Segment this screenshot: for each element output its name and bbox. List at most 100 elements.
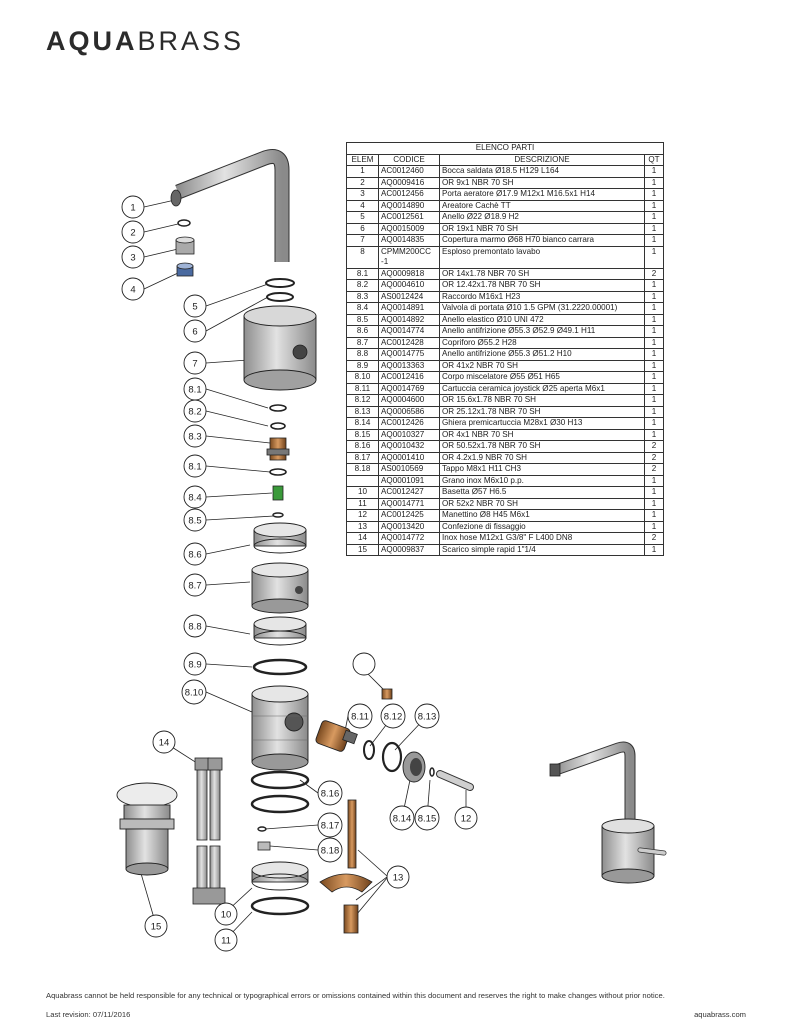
callout-8-8: 8.8	[183, 614, 207, 638]
cell-code: AQ0014769	[378, 382, 440, 395]
cell-desc: OR 15.6x1.78 NBR 70 SH	[439, 394, 645, 407]
cell-elem	[346, 474, 379, 487]
mixer-body-8-10	[251, 685, 309, 771]
cell-desc: OR 50.52x1.78 NBR 70 SH	[439, 440, 645, 453]
cell-elem: 8.17	[346, 451, 379, 464]
callout-8-15: 8.15	[414, 805, 440, 831]
callout-8-2: 8.2	[183, 399, 207, 423]
flex-hoses-14	[192, 757, 226, 905]
callout-14-label: 14	[159, 738, 170, 749]
cell-elem: 8.8	[346, 348, 379, 361]
cell-qty: 1	[644, 199, 664, 212]
oring-6	[266, 292, 294, 302]
callout-8-10: 8.10	[181, 679, 207, 705]
footer-disclaimer: Aquabrass cannot be held responsible for…	[46, 991, 665, 1000]
callout-4-label: 4	[130, 285, 135, 296]
callout-8-7-label: 8.7	[188, 581, 201, 592]
callout-5-label: 5	[192, 302, 197, 313]
cell-qty: 1	[644, 543, 664, 556]
callout-8-9-label: 8.9	[188, 660, 201, 671]
cell-qty: 1	[644, 486, 664, 499]
callout-8-1-b: 8.1	[183, 454, 207, 478]
callout-blank	[352, 652, 376, 676]
cell-code: CPMM200CC -1	[378, 245, 440, 269]
ring-5	[265, 278, 295, 288]
callout-11-label: 11	[221, 936, 231, 947]
cell-code: AC0012456	[378, 188, 440, 201]
callout-8-6: 8.6	[183, 542, 207, 566]
cell-elem: 13	[346, 520, 379, 533]
cell-qty: 1	[644, 245, 664, 269]
callout-13: 13	[386, 865, 410, 889]
cell-desc: Grano inox M6x10 p.p.	[439, 474, 645, 487]
cell-desc: OR 14x1.78 NBR 70 SH	[439, 267, 645, 280]
cell-desc: Corpo miscelatore Ø55 Ø51 H65	[439, 371, 645, 384]
cell-qty: 1	[644, 394, 664, 407]
cell-desc: OR 12.42x1.78 NBR 70 SH	[439, 279, 645, 292]
aerator-4	[176, 262, 194, 277]
footer-website-link[interactable]: aquabrass.com	[694, 1010, 746, 1019]
cell-qty: 1	[644, 428, 664, 441]
callout-15-label: 15	[151, 922, 162, 933]
cell-elem: 8.2	[346, 279, 379, 292]
cell-desc: Valvola di portata Ø10 1.5 GPM (31.2220.…	[439, 302, 645, 315]
oring-8-12	[363, 740, 375, 760]
callout-8-11-label: 8.11	[351, 712, 369, 723]
callout-6-label: 6	[192, 327, 197, 338]
drain-15	[116, 782, 178, 876]
cell-code: AQ0009416	[378, 176, 440, 189]
cell-elem: 8.5	[346, 313, 379, 326]
cell-desc: Manettino Ø8 H45 M6x1	[439, 509, 645, 522]
callout-15: 15	[144, 914, 168, 938]
cell-desc: OR 25.12x1.78 NBR 70 SH	[439, 405, 645, 418]
cell-elem: 11	[346, 497, 379, 510]
cell-desc: Anello elastico Ø10 UNI 472	[439, 313, 645, 326]
cell-code: AQ0001410	[378, 451, 440, 464]
callout-8-14-label: 8.14	[393, 814, 412, 825]
friction-ring-8-8	[253, 616, 307, 646]
spout-part	[170, 149, 290, 262]
parts-table-title-row: ELENCO PARTI	[346, 142, 664, 155]
cell-code: AC0012561	[378, 211, 440, 224]
cell-elem: 7	[346, 234, 379, 247]
callout-3: 3	[121, 245, 145, 269]
cell-code: AQ0004600	[378, 394, 440, 407]
cell-qty: 1	[644, 234, 664, 247]
cell-desc: Esploso premontato lavabo	[439, 245, 645, 269]
cell-qty: 1	[644, 176, 664, 189]
callout-8-1-b-label: 8.1	[188, 462, 201, 473]
callout-13-label: 13	[393, 873, 404, 884]
callout-2: 2	[121, 220, 145, 244]
callout-8-1-a-label: 8.1	[188, 385, 201, 396]
header-qty: QT	[644, 153, 664, 166]
cell-desc: Cartuccia ceramica joystick Ø25 aperta M…	[439, 382, 645, 395]
cell-desc: OR 4.2x1.9 NBR 70 SH	[439, 451, 645, 464]
circlip-8-5	[272, 512, 284, 518]
cell-desc: Anello antifrizione Ø55.3 Ø52.9 Ø49.1 H1…	[439, 325, 645, 338]
cell-code: AQ0014890	[378, 199, 440, 212]
cell-code: AQ0015009	[378, 222, 440, 235]
callout-8-4: 8.4	[183, 485, 207, 509]
cell-qty: 2	[644, 267, 664, 280]
callout-12-label: 12	[461, 814, 472, 825]
cell-qty: 1	[644, 359, 664, 372]
callout-8-17: 8.17	[317, 812, 343, 838]
cell-code: AQ0014771	[378, 497, 440, 510]
oring-8-16-a	[250, 770, 310, 790]
callout-8-6-label: 8.6	[188, 550, 201, 561]
fixing-kit-13	[319, 799, 373, 934]
callout-8-2-label: 8.2	[188, 407, 201, 418]
